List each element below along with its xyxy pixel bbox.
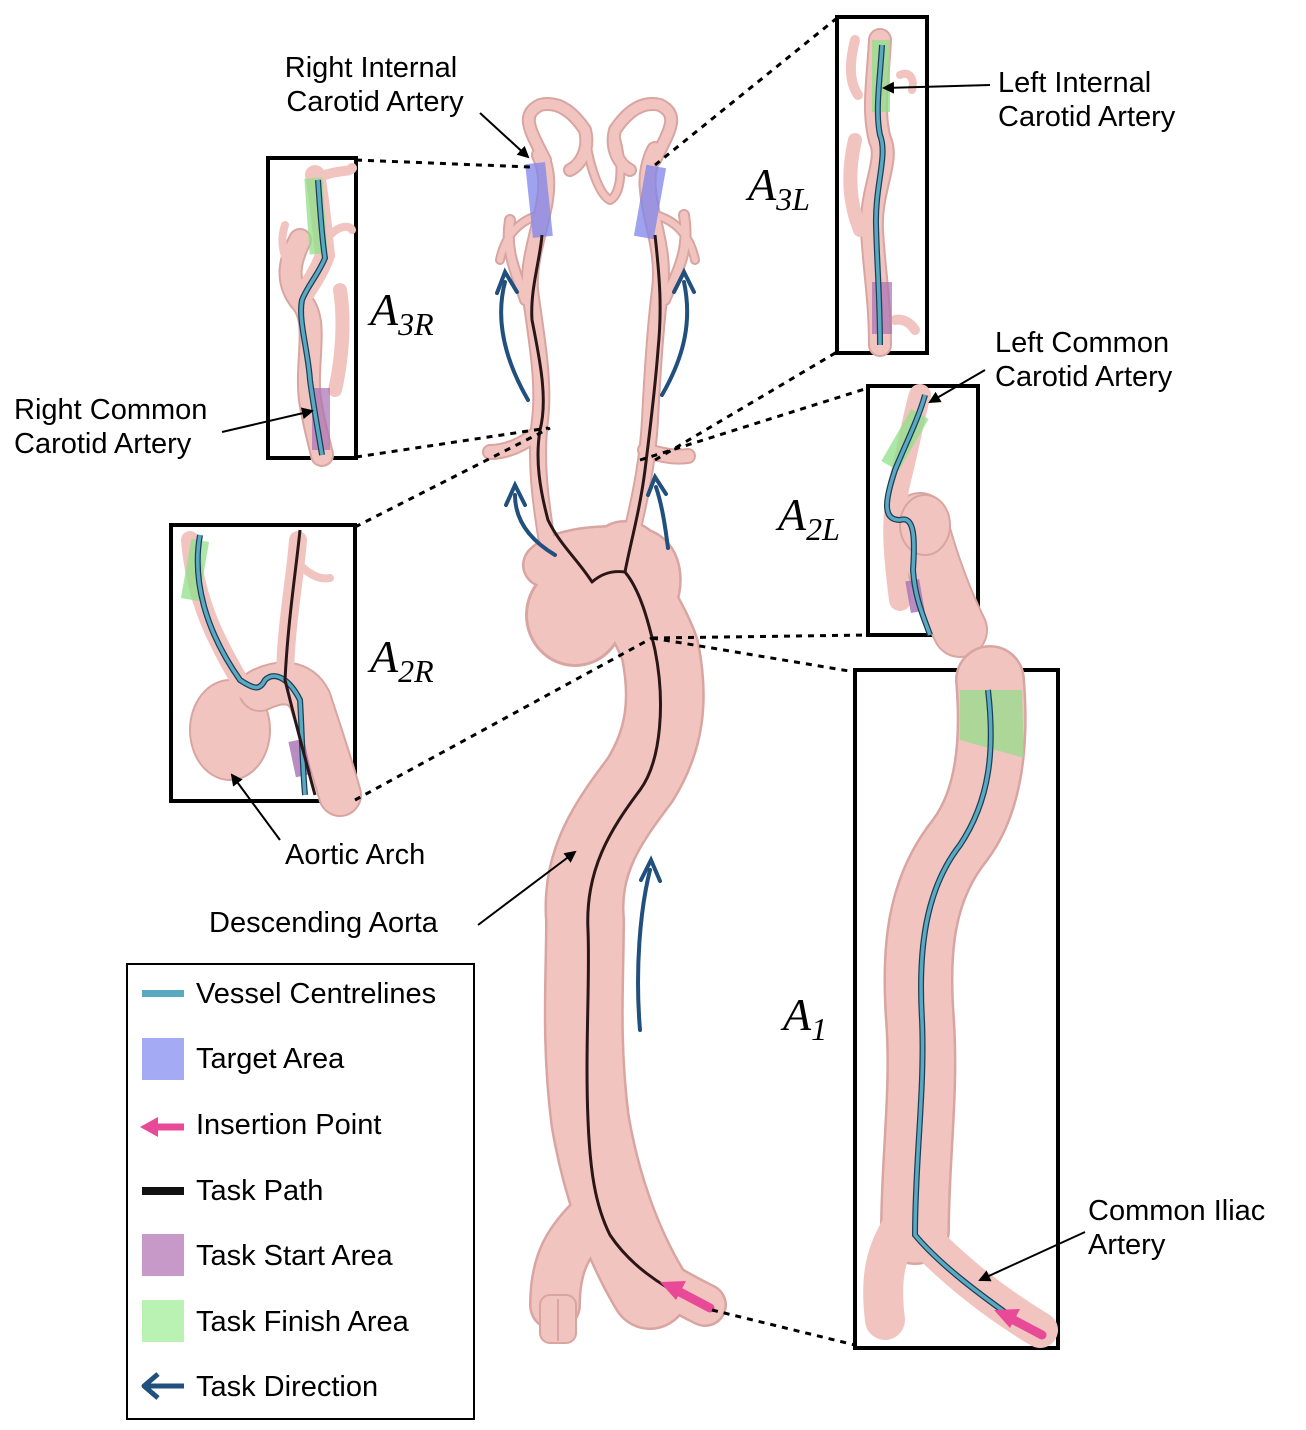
inset-a2l-label: A2L [775,489,840,547]
label-descending-aorta: Descending Aorta [209,907,439,939]
legend: Vessel Centrelines Target Area Insertion… [126,963,475,1420]
inset-a1-label: A1 [780,989,827,1047]
legend-item-target-area: Target Area [142,1038,345,1080]
svg-text:Target Area: Target Area [196,1043,345,1075]
direction-arrow-icon [141,1372,184,1400]
legend-item-task-path: Task Path [142,1175,323,1207]
main-task-path [530,234,691,1302]
inset-a2r: A2R [169,523,434,817]
centreline-swatch [142,990,184,997]
right-target-area [525,162,553,238]
inset-a2r-label: A2R [367,631,434,689]
svg-text:Task Finish Area: Task Finish Area [196,1306,410,1338]
inset-a3r: A3R [266,156,434,467]
insertion-arrow-icon [140,1117,184,1137]
start-area-swatch [142,1234,184,1276]
left-target-area [633,164,667,240]
legend-item-task-start-area: Task Start Area [142,1234,394,1276]
svg-text:Task Start Area: Task Start Area [196,1240,394,1272]
task-direction-arrows [495,267,696,1032]
legend-item-task-finish-area: Task Finish Area [142,1300,410,1342]
finish-area-swatch [142,1300,184,1342]
target-area-swatch [142,1038,184,1080]
svg-text:Insertion Point: Insertion Point [196,1109,381,1141]
label-aortic-arch: Aortic Arch [285,839,425,871]
legend-item-centrelines: Vessel Centrelines [142,978,436,1010]
inset-a1: A1 [780,645,1060,1350]
svg-text:Task Direction: Task Direction [196,1371,378,1403]
inset-a3l-label: A3L [745,159,810,217]
inset-a3l: A3L [745,15,929,357]
svg-text:Vessel Centrelines: Vessel Centrelines [196,978,436,1010]
inset-a2l: A2L [775,384,988,658]
legend-item-insertion-point: Insertion Point [140,1109,381,1141]
main-insertion-arrow-icon [660,1281,715,1313]
main-vessel-anatomy [482,97,727,1344]
svg-text:Task Path: Task Path [196,1175,323,1207]
legend-item-task-direction: Task Direction [141,1371,378,1403]
zoom-connectors [354,16,869,1347]
task-path-swatch [142,1187,184,1195]
inset-a3r-label: A3R [367,284,434,342]
